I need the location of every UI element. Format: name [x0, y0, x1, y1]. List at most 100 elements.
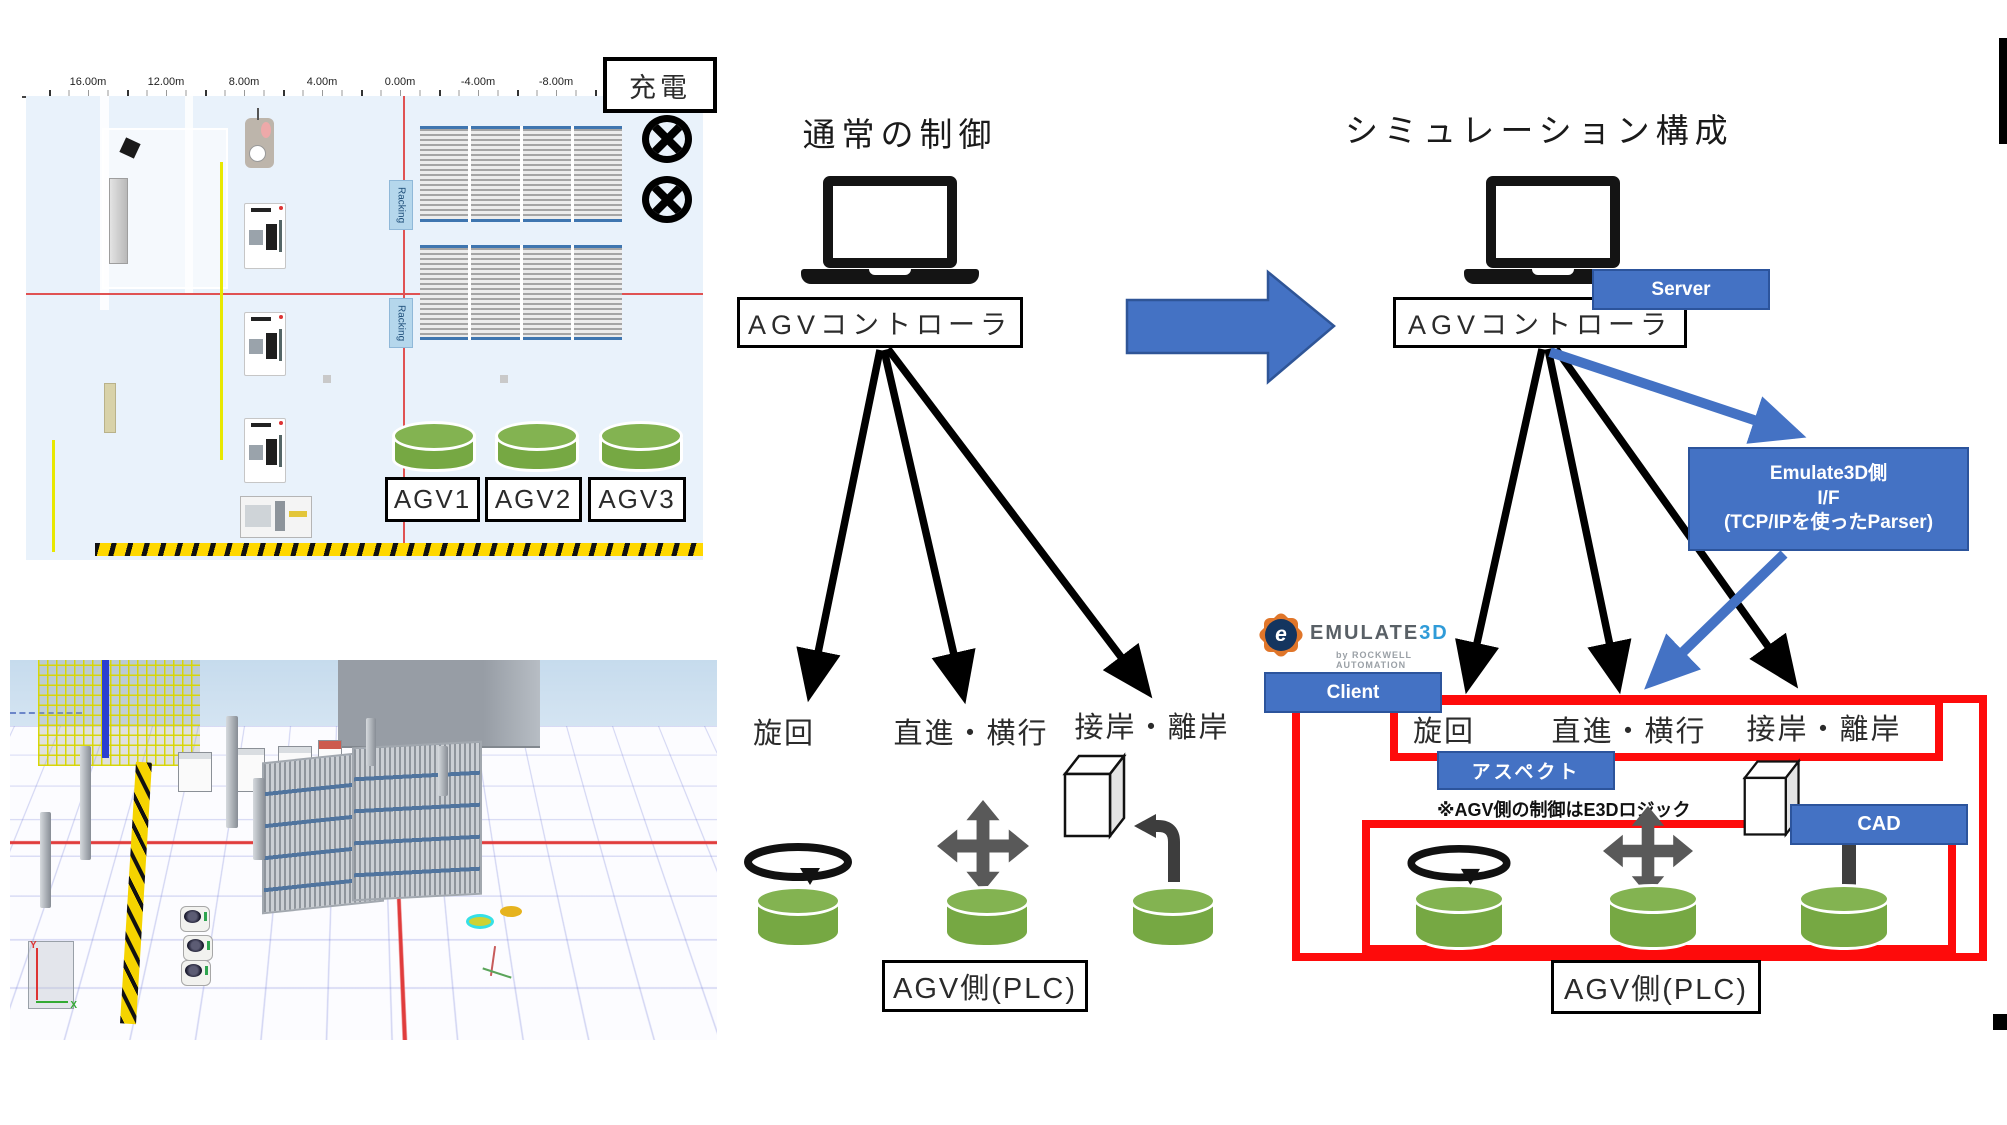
edge-artifact-bar [1999, 38, 2007, 144]
plc-box: AGV側(PLC) [1551, 960, 1761, 1014]
cad-connector [1842, 845, 1856, 887]
tcp-link-arrow [1644, 550, 1788, 690]
ruler-label: 12.00m [147, 76, 185, 88]
racking-cell [420, 126, 469, 222]
racking-cell [522, 126, 571, 222]
racking-grid [420, 245, 622, 340]
reference-box: Y X [28, 940, 77, 1011]
station-detail [245, 505, 271, 527]
cube-icon [1742, 756, 1804, 840]
logo-wordmark: EMULATE3D [1310, 622, 1449, 645]
logo-initial: e [1265, 619, 1297, 651]
y-axis-line [36, 948, 38, 1000]
laptop-base [801, 269, 979, 284]
map-origin-line-horizontal [26, 293, 703, 295]
plc-cylinder [1413, 884, 1505, 950]
laptop-screen [1486, 176, 1620, 268]
agv-cylinder [392, 421, 476, 472]
machine-icon [244, 418, 286, 483]
emulate3d-logo: e EMULATE3D by ROCKWELL AUTOMATION [1256, 610, 1468, 670]
circled-x-icon [642, 115, 692, 163]
client-box: Client [1264, 672, 1442, 713]
emulate3d-interface-box: Emulate3D側 I/F (TCP/IPを使ったParser) [1688, 447, 1969, 551]
racking-cell [471, 245, 520, 340]
plc-cylinder [1607, 884, 1699, 950]
control-arrow [1455, 348, 1546, 695]
x-axis-label: X [70, 1000, 77, 1011]
simulation-3d-viewport[interactable]: Y X [10, 660, 717, 1040]
hazard-strip [95, 543, 703, 556]
agv1-label-box: AGV1 [385, 477, 480, 522]
edge-artifact-square [1993, 1014, 2007, 1030]
racking-tag: Racking [389, 298, 413, 348]
plc-cylinder [755, 886, 841, 948]
aspect-box: アスペクト [1437, 751, 1615, 790]
plc-box: AGV側(PLC) [882, 960, 1088, 1012]
rotation-icon [742, 842, 854, 886]
station-detail [289, 511, 307, 517]
rack-pillar [109, 178, 128, 264]
logo-byline: by ROCKWELL AUTOMATION [1336, 650, 1412, 670]
agv-robot [183, 935, 213, 961]
marker-ellipse-highlight [466, 914, 494, 929]
red-group-motions [1390, 697, 1943, 761]
racking-cell [420, 245, 469, 340]
agv3-label-box: AGV3 [588, 477, 686, 522]
conveyor-station [240, 496, 312, 538]
four-way-arrow-icon [1598, 806, 1698, 896]
tcp-link-arrow [1548, 347, 1807, 444]
four-way-arrow-icon [933, 800, 1033, 892]
charger-dial [249, 145, 266, 162]
motion-label-travel: 直進・横行 [893, 718, 1049, 750]
transition-arrow [1125, 269, 1336, 385]
cad-box: CAD [1790, 804, 1968, 845]
motion-label-travel: 直進・横行 [1551, 716, 1707, 748]
map-wall-strip [185, 96, 193, 293]
controller-box: AGVコントローラ [737, 297, 1023, 348]
pillar [40, 812, 51, 908]
logo-word-3d: 3D [1419, 622, 1449, 644]
racking-cell [471, 126, 520, 222]
charger-device [245, 108, 274, 168]
plc-cylinder [944, 886, 1030, 948]
racking-cell [573, 126, 622, 222]
agv-robot [180, 906, 210, 932]
logo-word: EMULATE [1310, 622, 1420, 644]
guide-line-yellow [220, 162, 223, 460]
marker-square [323, 375, 331, 383]
plc-cylinder [1798, 884, 1890, 950]
e3d-logic-note: ※AGV側の制御はE3Dロジック [1437, 800, 1691, 820]
agv2-label-box: AGV2 [485, 477, 582, 522]
laptop-icon [1464, 176, 1642, 284]
marker-square [500, 375, 508, 383]
pillar [438, 746, 448, 796]
pillar [366, 718, 376, 766]
simulation-title: シミュレーション構成 [1345, 112, 1734, 149]
ruler-label: 4.00m [306, 76, 338, 88]
ruler-label: 8.00m [228, 76, 260, 88]
motion-label-rotate: 旋回 [1412, 716, 1475, 748]
ruler-label: -4.00m [460, 76, 496, 88]
control-arrow [880, 349, 976, 705]
turn-arrow-icon [1128, 812, 1186, 884]
y-axis-label: Y [30, 940, 37, 951]
map-ruler: 16.00m 12.00m 8.00m 4.00m 0.00m -4.00m -… [22, 75, 703, 98]
circled-x-icon [642, 176, 692, 223]
crane-mast [102, 660, 109, 758]
control-arrow [1544, 348, 1632, 695]
racking-cell [573, 245, 622, 340]
racking-tag: Racking [389, 180, 413, 230]
cube-icon [1062, 752, 1130, 840]
agv-cylinder [599, 421, 683, 472]
pillar [253, 778, 265, 860]
agv-robot [181, 960, 211, 986]
pallet-stack [104, 383, 116, 433]
motion-label-dock: 接岸・離岸 [1074, 712, 1230, 744]
station-detail [275, 501, 285, 531]
x-axis-line [36, 1001, 68, 1003]
control-arrow [796, 349, 884, 703]
interface-line: I/F [1817, 487, 1840, 509]
map-2d-viewport[interactable]: 16.00m 12.00m 8.00m 4.00m 0.00m -4.00m -… [22, 57, 717, 560]
ruler-ticks [49, 90, 703, 96]
map-wall-strip [100, 96, 109, 310]
